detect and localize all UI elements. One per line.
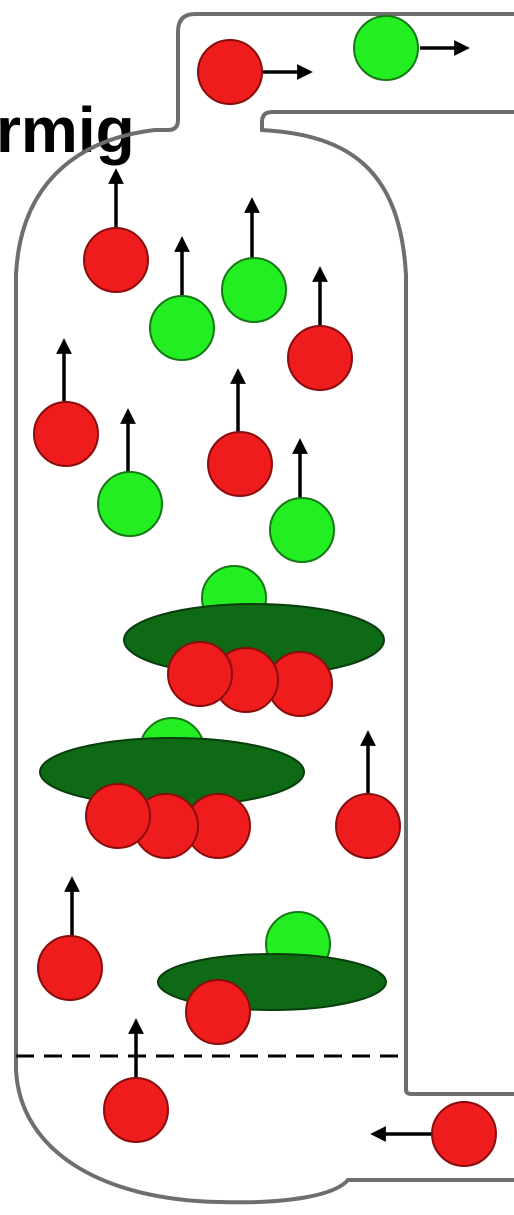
red-particle-icon <box>288 326 352 390</box>
vessel-bottom-dome <box>16 1070 348 1202</box>
red-particle-icon <box>186 980 250 1044</box>
particle-cluster-2 <box>40 718 304 858</box>
inlet-channel-upper-wall <box>406 1090 514 1094</box>
red-particle-icon <box>168 642 232 706</box>
red-particle-icon <box>208 432 272 496</box>
particle-cluster-1 <box>124 566 384 716</box>
green-particle-icon <box>270 498 334 562</box>
red-particle-icon <box>432 1102 496 1166</box>
green-particle-icon <box>98 472 162 536</box>
red-particle-icon <box>84 228 148 292</box>
red-particle-icon <box>336 794 400 858</box>
red-particle-icon <box>198 40 262 104</box>
vessel-top-right-shoulder <box>262 130 406 275</box>
red-particle-icon <box>34 402 98 466</box>
red-particle-icon <box>38 936 102 1000</box>
label-fragment: rmig <box>0 94 135 166</box>
green-particle-icon <box>354 16 418 80</box>
red-particle-icon <box>104 1078 168 1142</box>
green-particle-icon <box>222 258 286 322</box>
green-particle-icon <box>150 296 214 360</box>
red-particle-icon <box>86 784 150 848</box>
particle-cluster-3 <box>158 912 386 1044</box>
outlet-channel-lower-wall <box>262 112 514 130</box>
